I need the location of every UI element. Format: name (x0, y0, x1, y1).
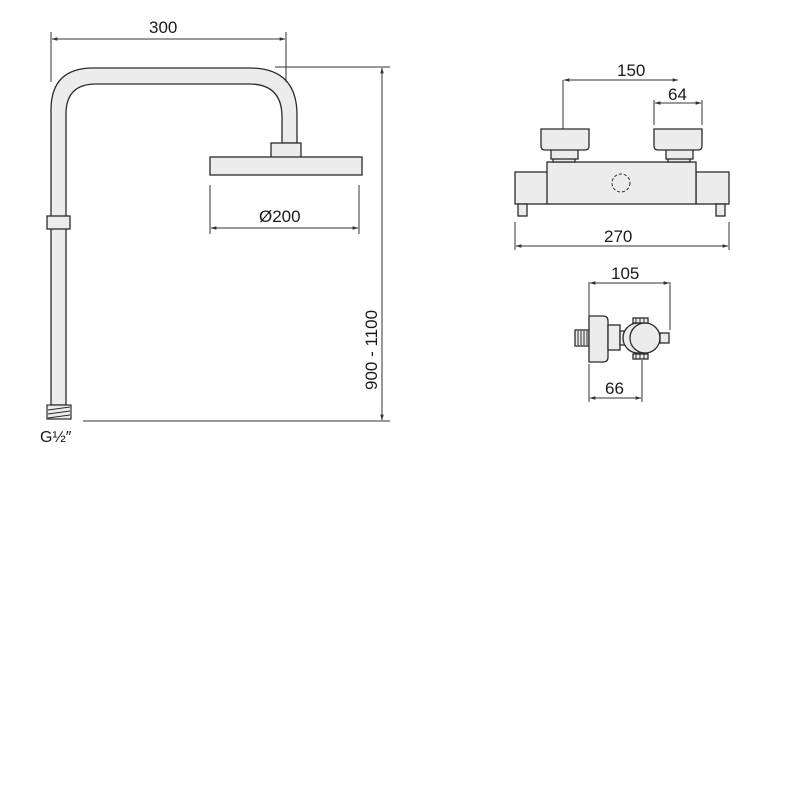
dimension-overall-width: 270 (514, 222, 730, 250)
overall-depth-label: 105 (611, 264, 639, 283)
shower-pipe (50, 67, 298, 406)
mixer-body (546, 161, 697, 205)
dimension-body-depth: 66 (588, 360, 643, 402)
arm-reach-label: 300 (149, 18, 177, 37)
body-depth-label: 66 (605, 379, 624, 398)
shower-column (46, 67, 363, 420)
connector-stem (607, 324, 621, 351)
body-face (629, 322, 661, 354)
head-connector (270, 142, 302, 159)
right-handle-knob (653, 128, 703, 151)
height-range-label: 900 - 1100 (362, 310, 381, 390)
overall-width-label: 270 (604, 227, 632, 246)
escutcheon (588, 315, 609, 363)
rear-knob (659, 332, 670, 344)
mixer-front-view (514, 128, 730, 217)
left-foot (517, 203, 528, 217)
dimension-inlet-spacing: 150 (562, 61, 679, 129)
handle-width-label: 64 (668, 85, 687, 104)
right-end-cap (695, 171, 730, 205)
thread-size-label: G½″ (40, 429, 72, 446)
right-foot (715, 203, 726, 217)
outlet-hidden-icon (611, 173, 631, 193)
head-diameter-label: Ø200 (259, 207, 301, 226)
left-handle-knob (540, 128, 590, 151)
inlet-spacing-label: 150 (617, 61, 645, 80)
dimension-head-diameter: Ø200 (209, 185, 360, 234)
dimension-overall-depth: 105 (588, 264, 671, 330)
dimension-arm-reach: 300 (50, 18, 287, 82)
left-end-cap (514, 171, 549, 205)
mixer-side-view (574, 315, 670, 363)
shower-head (209, 156, 363, 176)
dimension-height: 900 - 1100 (83, 66, 390, 422)
pipe-collar (46, 215, 71, 230)
dimension-handle-width: 64 (653, 85, 703, 125)
